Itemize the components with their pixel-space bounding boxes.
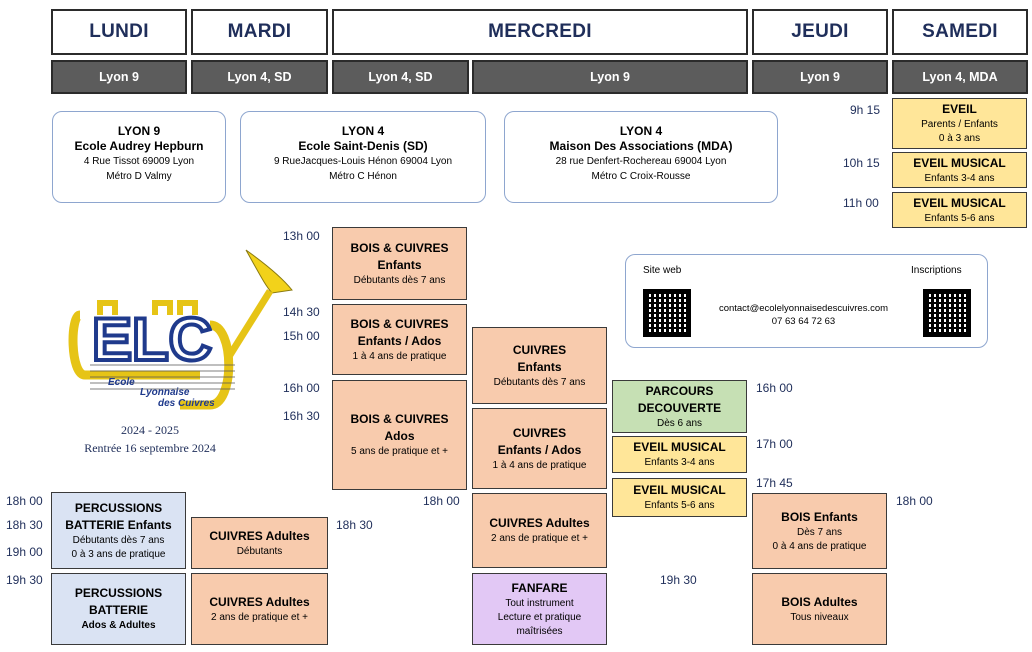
time-label: 18h 00 (896, 494, 933, 508)
event-mercredi-fanfare[interactable]: FANFARE Tout instrument Lecture et prati… (472, 573, 607, 645)
time-label: 16h 00 (756, 381, 793, 395)
event-mercredi-eveil-musical-3-4[interactable]: EVEIL MUSICAL Enfants 3-4 ans (612, 436, 747, 473)
venue-metro: Métro C Croix-Rousse (591, 171, 691, 182)
location-lundi: Lyon 9 (51, 60, 187, 94)
school-year: 2024 - 2025 (121, 423, 179, 437)
day-header-samedi: SAMEDI (892, 9, 1028, 55)
event-mercredi-bois-cuivres-enfants[interactable]: BOIS & CUIVRES Enfants Débutants dès 7 a… (332, 227, 467, 300)
venue-name: Maison Des Associations (MDA) (549, 139, 733, 153)
time-label: 16h 00 (283, 381, 320, 395)
event-jeudi-bois-enfants[interactable]: BOIS Enfants Dès 7 ans 0 à 4 ans de prat… (752, 493, 887, 569)
rentree-date: Rentrée 16 septembre 2024 (84, 441, 216, 455)
time-label: 16h 30 (283, 409, 320, 423)
time-label: 17h 00 (756, 437, 793, 451)
location-mardi: Lyon 4, SD (191, 60, 328, 94)
event-jeudi-bois-adultes[interactable]: BOIS Adultes Tous niveaux (752, 573, 887, 645)
location-samedi: Lyon 4, MDA (892, 60, 1028, 94)
venue-address: 4 Rue Tissot 69009 Lyon (83, 156, 195, 167)
svg-text:Lyonnaise: Lyonnaise (140, 387, 190, 398)
location-mercredi-1: Lyon 4, SD (332, 60, 469, 94)
venue-city: LYON 4 (341, 124, 385, 138)
event-samedi-eveil-musical-5-6[interactable]: EVEIL MUSICAL Enfants 5-6 ans (892, 192, 1027, 228)
contact-card: Site web Inscriptions contact@ecolelyonn… (625, 254, 988, 348)
svg-text:Ecole: Ecole (108, 377, 135, 388)
location-mercredi-2: Lyon 9 (472, 60, 748, 94)
event-mardi-cuivres-adultes-confirmes[interactable]: CUIVRES Adultes 2 ans de pratique et + (191, 573, 328, 645)
day-header-jeudi: JEUDI (752, 9, 888, 55)
location-jeudi: Lyon 9 (752, 60, 888, 94)
inscriptions-label: Inscriptions (911, 265, 962, 276)
event-lundi-percussions-enfants[interactable]: PERCUSSIONS BATTERIE Enfants Débutants d… (51, 492, 186, 569)
venue-card-lyon9: LYON 9 Ecole Audrey Hepburn 4 Rue Tissot… (52, 111, 226, 203)
trumpet-logo-icon: ELC Ecole Lyonnaise des Cuivres (68, 249, 293, 410)
venue-name: Ecole Saint-Denis (SD) (298, 139, 428, 153)
time-label: 17h 45 (756, 476, 793, 490)
venue-metro: Métro D Valmy (106, 171, 172, 182)
event-mardi-cuivres-adultes-debutants[interactable]: CUIVRES Adultes Débutants (191, 517, 328, 569)
venue-card-mda: LYON 4 Maison Des Associations (MDA) 28 … (504, 111, 778, 203)
inscriptions-qr-code-icon[interactable] (923, 289, 971, 337)
venue-card-saint-denis: LYON 4 Ecole Saint-Denis (SD) 9 RueJacqu… (240, 111, 486, 203)
time-label: 9h 15 (850, 103, 881, 117)
contact-email[interactable]: contact@ecolelyonnaisedescuivres.com (718, 303, 889, 314)
time-label: 11h 00 (843, 196, 879, 210)
contact-phone: 07 63 64 72 63 (771, 316, 836, 327)
site-web-label: Site web (643, 265, 682, 276)
event-samedi-eveil-musical-3-4[interactable]: EVEIL MUSICAL Enfants 3-4 ans (892, 152, 1027, 188)
time-label: 18h 30 (6, 518, 43, 532)
school-logo: ELC Ecole Lyonnaise des Cuivres (60, 245, 295, 415)
day-header-mardi: MARDI (191, 9, 328, 55)
event-mercredi-cuivres-enfants-ados[interactable]: CUIVRES Enfants / Ados 1 à 4 ans de prat… (472, 408, 607, 489)
time-label: 19h 00 (6, 545, 43, 559)
event-mercredi-bois-cuivres-enfants-ados[interactable]: BOIS & CUIVRES Enfants / Ados 1 à 4 ans … (332, 304, 467, 375)
venue-address: 9 RueJacques-Louis Hénon 69004 Lyon (273, 156, 453, 167)
time-label: 15h 00 (283, 329, 320, 343)
site-qr-code-icon[interactable] (643, 289, 691, 337)
time-label: 18h 00 (6, 494, 43, 508)
day-header-mercredi: MERCREDI (332, 9, 748, 55)
event-samedi-eveil[interactable]: EVEIL Parents / Enfants 0 à 3 ans (892, 98, 1027, 149)
svg-text:des Cuivres: des Cuivres (158, 398, 215, 409)
time-label: 10h 15 (843, 156, 880, 170)
time-label: 18h 30 (336, 518, 373, 532)
logo-letters: ELC (92, 306, 212, 373)
venue-metro: Métro C Hénon (329, 171, 397, 182)
venue-address: 28 rue Denfert-Rochereau 69004 Lyon (555, 156, 727, 167)
event-mercredi-bois-cuivres-ados[interactable]: BOIS & CUIVRES Ados 5 ans de pratique et… (332, 380, 467, 490)
venue-city: LYON 4 (619, 124, 663, 138)
time-label: 13h 00 (283, 229, 320, 243)
event-mercredi-cuivres-adultes[interactable]: CUIVRES Adultes 2 ans de pratique et + (472, 493, 607, 568)
time-label: 14h 30 (283, 305, 320, 319)
venue-city: LYON 9 (117, 124, 161, 138)
event-mercredi-parcours-decouverte[interactable]: PARCOURS DECOUVERTE Dès 6 ans (612, 380, 747, 433)
event-mercredi-eveil-musical-5-6[interactable]: EVEIL MUSICAL Enfants 5-6 ans (612, 478, 747, 517)
day-header-lundi: LUNDI (51, 9, 187, 55)
time-label: 19h 30 (660, 573, 697, 587)
time-label: 19h 30 (6, 573, 43, 587)
venue-name: Ecole Audrey Hepburn (74, 139, 204, 153)
event-mercredi-cuivres-enfants[interactable]: CUIVRES Enfants Débutants dès 7 ans (472, 327, 607, 404)
event-lundi-percussions-ados-adultes[interactable]: PERCUSSIONS BATTERIE Ados & Adultes (51, 573, 186, 645)
time-label: 18h 00 (423, 494, 460, 508)
